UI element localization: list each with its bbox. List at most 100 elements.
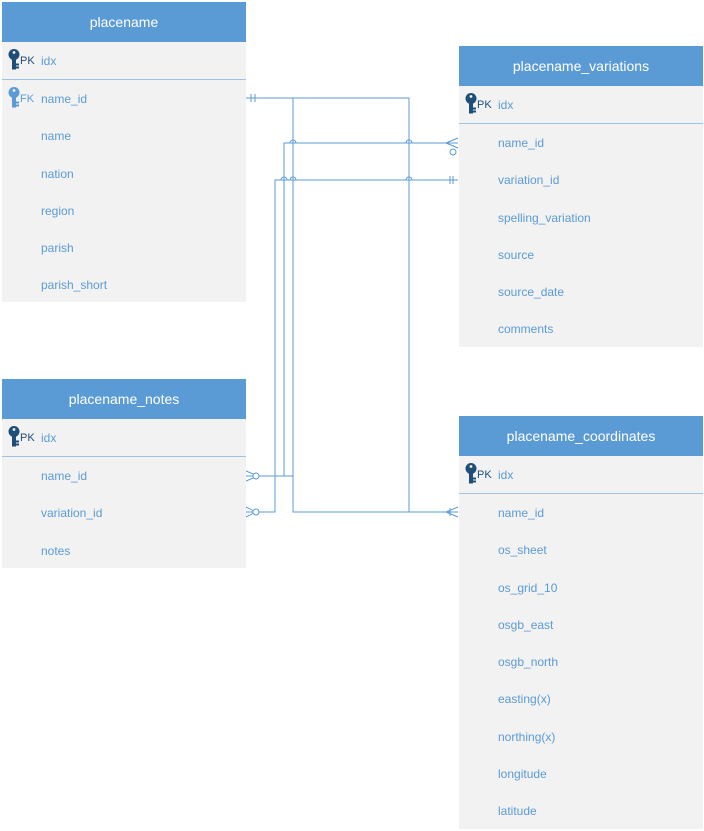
field-row[interactable]: variation_id [459, 162, 703, 199]
field-name: comments [498, 322, 554, 337]
key-cell [459, 755, 498, 792]
key-cell [459, 718, 498, 755]
key-cell [459, 793, 498, 830]
key-cell [459, 311, 498, 348]
field-row[interactable]: source [459, 236, 703, 273]
field-name: idx [498, 97, 514, 112]
field-row[interactable]: os_sheet [459, 532, 703, 569]
key-icon [465, 92, 477, 117]
key-cell: PK [459, 456, 498, 493]
field-row[interactable]: osgb_north [459, 643, 703, 680]
table-title: placename_variations [459, 46, 703, 86]
key-cell [459, 606, 498, 643]
key-cell [2, 267, 41, 304]
field-row[interactable]: region [2, 192, 246, 229]
field-row[interactable]: os_grid_10 [459, 569, 703, 606]
key-icon [465, 462, 477, 487]
key-label: PK [20, 431, 35, 444]
field-name: idx [41, 430, 57, 445]
field-name: idx [41, 53, 57, 68]
key-cell: PK [2, 419, 41, 456]
field-name: notes [41, 543, 71, 558]
table-title: placename_coordinates [459, 416, 703, 456]
key-cell [2, 457, 41, 494]
key-label: PK [477, 98, 492, 111]
field-name: easting(x) [498, 692, 551, 707]
link-name-id-to-variations [293, 97, 410, 512]
key-cell: FK [2, 80, 41, 117]
key-icon [8, 48, 20, 73]
table-placename-coordinates[interactable]: placename_coordinates PK idx name_id os_she… [459, 416, 703, 829]
key-cell [2, 192, 41, 229]
key-cell [459, 532, 498, 569]
key-cell [459, 643, 498, 680]
field-name: latitude [498, 804, 537, 819]
field-name: source [498, 247, 535, 262]
field-row[interactable]: notes [2, 532, 246, 569]
key-icon [8, 425, 20, 450]
field-name: variation_id [41, 506, 103, 521]
key-cell [2, 495, 41, 532]
field-name: name_id [41, 91, 88, 106]
table-placename-notes[interactable]: placename_notes PK idx name_id variation_id… [2, 379, 246, 568]
link-notes-name-id-to-variations [246, 142, 458, 477]
field-name: spelling_variation [498, 210, 591, 225]
field-row[interactable]: nation [2, 155, 246, 192]
field-row[interactable]: easting(x) [459, 681, 703, 718]
field-name: northing(x) [498, 729, 556, 744]
key-cell [459, 494, 498, 531]
field-row[interactable]: northing(x) [459, 718, 703, 755]
field-name: source_date [498, 285, 565, 300]
key-cell [2, 118, 41, 155]
table-title: placename [2, 2, 246, 42]
field-name: name_id [41, 468, 88, 483]
key-label: PK [20, 54, 35, 67]
field-row[interactable]: latitude [459, 793, 703, 830]
field-name: parish [41, 241, 74, 256]
field-name: name [41, 129, 72, 144]
field-row[interactable]: source_date [459, 273, 703, 310]
key-cell [2, 155, 41, 192]
key-cell [459, 273, 498, 310]
field-row[interactable]: variation_id [2, 495, 246, 532]
field-name: variation_id [498, 173, 560, 188]
field-name: name_id [498, 505, 545, 520]
field-row[interactable]: PK idx [459, 456, 703, 495]
field-row[interactable]: parish_short [2, 267, 246, 304]
key-label: PK [477, 468, 492, 481]
field-row[interactable]: comments [459, 311, 703, 348]
field-name: os_grid_10 [498, 580, 558, 595]
field-row[interactable]: osgb_east [459, 606, 703, 643]
field-name: osgb_east [498, 617, 554, 632]
field-row[interactable]: PK idx [459, 86, 703, 125]
key-cell: PK [459, 86, 498, 123]
field-row[interactable]: parish [2, 229, 246, 266]
field-row[interactable]: spelling_variation [459, 199, 703, 236]
field-row[interactable]: longitude [459, 755, 703, 792]
field-name: parish_short [41, 278, 108, 293]
table-title: placename_notes [2, 379, 246, 419]
field-name: name_id [498, 135, 545, 150]
key-cell [459, 199, 498, 236]
link-notes-variation-to-variations [246, 179, 458, 513]
key-icon [8, 86, 20, 111]
field-row[interactable]: name_id [2, 457, 246, 494]
field-name: os_sheet [498, 543, 547, 558]
field-name: longitude [498, 767, 547, 782]
field-row[interactable]: name_id [459, 124, 703, 161]
key-cell [2, 229, 41, 266]
field-row[interactable]: PK idx [2, 419, 246, 458]
field-row[interactable]: PK idx [2, 42, 246, 81]
field-row[interactable]: name_id [459, 494, 703, 531]
field-name: idx [498, 467, 514, 482]
field-name: region [41, 203, 75, 218]
link-name-id-to-coordinates [246, 97, 458, 513]
key-cell [459, 124, 498, 161]
key-cell [459, 681, 498, 718]
key-cell [459, 236, 498, 273]
field-name: osgb_north [498, 655, 559, 670]
field-row[interactable]: name [2, 118, 246, 155]
